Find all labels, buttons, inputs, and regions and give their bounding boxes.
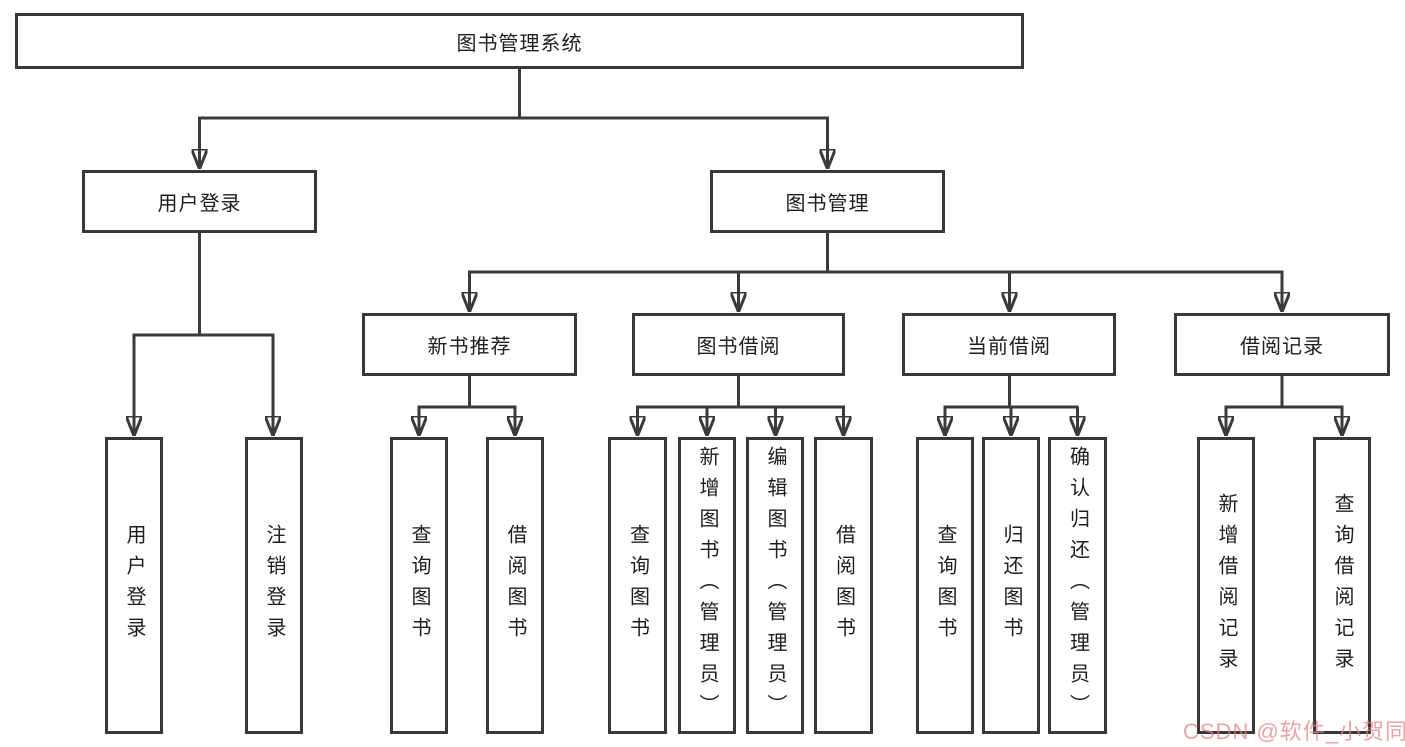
leaf-query-borrow-record: 查询借阅记录	[1313, 437, 1371, 734]
leaf-edit-books-admin-label: 编辑图书（管理员）	[764, 446, 786, 725]
leaf-query-books-current: 查询图书	[916, 437, 974, 734]
node-borrow-records: 借阅记录	[1174, 313, 1390, 376]
leaf-return-books: 归还图书	[982, 437, 1040, 734]
leaf-add-books-admin-label: 新增图书（管理员）	[696, 446, 718, 725]
leaf-query-books-recommend: 查询图书	[390, 437, 448, 734]
leaf-return-books-label: 归还图书	[1000, 523, 1022, 648]
leaf-query-borrow-record-label: 查询借阅记录	[1331, 492, 1353, 679]
leaf-query-books-borrow-label: 查询图书	[626, 523, 649, 648]
watermark: CSDN @软件_小贺同学	[1183, 719, 1405, 744]
node-root-label: 图书管理系统	[456, 32, 583, 55]
node-new-book-recommend: 新书推荐	[362, 313, 577, 376]
leaf-logout-login: 注销登录	[245, 437, 303, 734]
node-borrow-records-label: 借阅记录	[1240, 336, 1324, 358]
leaf-add-books-admin: 新增图书（管理员）	[678, 437, 736, 734]
leaf-user-login: 用户登录	[105, 437, 163, 734]
leaf-query-books-recommend-label: 查询图书	[408, 523, 430, 648]
leaf-query-books-borrow: 查询图书	[608, 437, 667, 734]
node-book-mgmt: 图书管理	[710, 170, 945, 233]
leaf-logout-login-label: 注销登录	[263, 523, 285, 648]
leaf-add-borrow-record-label: 新增借阅记录	[1215, 492, 1237, 679]
node-root: 图书管理系统	[15, 13, 1024, 69]
node-current-borrow-label: 当前借阅	[967, 336, 1051, 358]
leaf-borrow-books-borrow-label: 借阅图书	[832, 523, 855, 648]
node-book-borrow-label: 图书借阅	[696, 336, 781, 358]
node-current-borrow: 当前借阅	[902, 313, 1116, 376]
leaf-confirm-return-admin-label: 确认归还（管理员）	[1066, 446, 1089, 725]
node-book-mgmt-label: 图书管理	[785, 193, 870, 215]
leaf-user-login-label: 用户登录	[123, 523, 145, 648]
node-user-login: 用户登录	[82, 170, 317, 233]
node-book-borrow: 图书借阅	[632, 313, 845, 376]
leaf-borrow-books-recommend: 借阅图书	[486, 437, 544, 734]
node-new-book-recommend-label: 新书推荐	[427, 336, 512, 358]
node-user-login-label: 用户登录	[157, 193, 242, 215]
leaf-confirm-return-admin: 确认归还（管理员）	[1048, 437, 1107, 734]
leaf-borrow-books-borrow: 借阅图书	[814, 437, 873, 734]
leaf-add-borrow-record: 新增借阅记录	[1197, 437, 1255, 734]
leaf-query-books-current-label: 查询图书	[934, 523, 956, 648]
leaf-edit-books-admin: 编辑图书（管理员）	[746, 437, 804, 734]
leaf-borrow-books-recommend-label: 借阅图书	[504, 523, 526, 648]
